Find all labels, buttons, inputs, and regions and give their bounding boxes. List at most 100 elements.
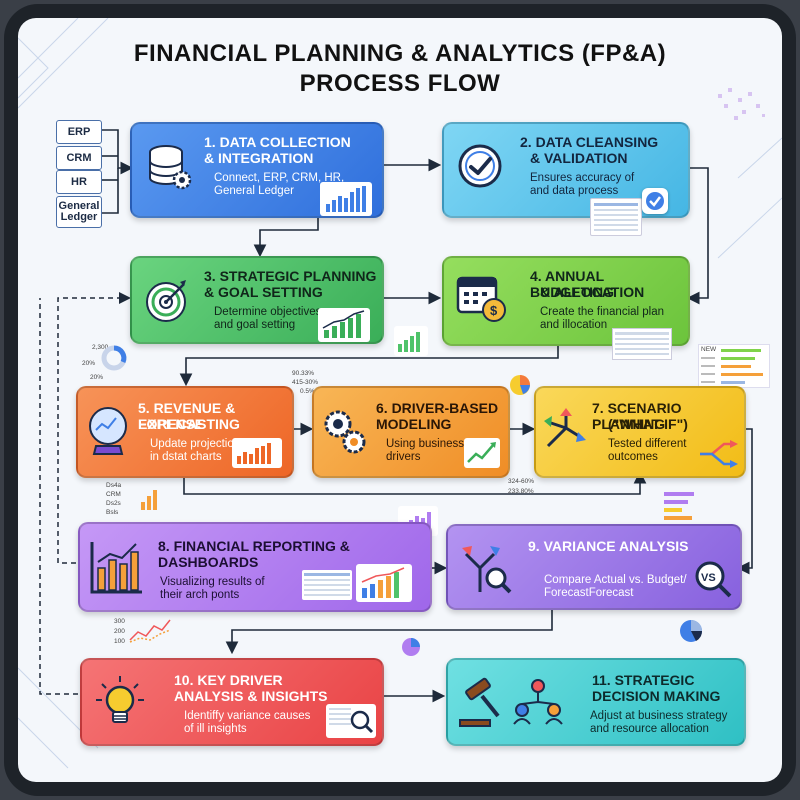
dashboard-chart-icon <box>88 538 144 601</box>
step-1-desc-b: General Ledger <box>214 185 294 197</box>
step-1-title-b: & INTEGRATION <box>204 150 314 166</box>
source-general-ledger: General Ledger <box>56 196 102 228</box>
trend-line-icon <box>464 438 500 468</box>
bar-chart-icon <box>320 182 372 216</box>
step-5-desc-b: in dstat charts <box>150 451 222 463</box>
step-7-title-a: 7. SCENARIO PLANNING <box>592 400 682 432</box>
step-10-desc-a: Identiffy variance causes <box>184 710 311 722</box>
team-network-icon <box>512 676 564 733</box>
step-9-title-a: 9. VARIANCE ANALYSIS <box>528 538 689 554</box>
step-8-title-a: 8. FINANCIAL REPORTING & <box>158 538 350 554</box>
step-11-strategic-decision: 11. STRATEGIC DECISION MAKING Adjust at … <box>446 658 746 746</box>
scenario-stat-a: 324-60% <box>508 478 535 485</box>
step-10-key-driver-analysis: 10. KEY DRIVER ANALYSIS & INSIGHTS Ident… <box>80 658 384 746</box>
step-7-title-b: ("WHAT-IF") <box>608 416 688 432</box>
diverging-arrows-icon <box>544 408 588 457</box>
step-7-desc-b: outcomes <box>608 451 658 463</box>
step-9-variance-analysis: 9. VARIANCE ANALYSIS Compare Actual vs. … <box>446 524 742 610</box>
step-2-title-a: 2. DATA CLEANSING <box>520 134 659 150</box>
scenario-stat-b: 233.80% <box>508 488 534 495</box>
step-7-scenario-planning: 7. SCENARIO PLANNING ("WHAT-IF") Tested … <box>534 386 746 478</box>
mini-chart-icon <box>394 326 428 356</box>
step-1-data-collection: 1. DATA COLLECTION & INTEGRATION Connect… <box>130 122 384 218</box>
step-8-title-b: DASHBOARDS <box>158 554 259 570</box>
step-3-title-b: & GOAL SETTING <box>204 284 323 300</box>
calendar-dollar-icon: $ <box>456 272 508 329</box>
forecast-list-a: Ds4a <box>106 482 122 489</box>
mid-stat-c: 0.5% <box>300 388 315 395</box>
svg-text:VS: VS <box>701 572 716 584</box>
source-crm: CRM <box>56 146 102 170</box>
step-8-desc-a: Visualizing results of <box>160 576 265 588</box>
step-3-title-a: 3. STRATEGIC PLANNING <box>204 268 377 284</box>
step-4-desc-a: Create the financial plan <box>540 306 665 318</box>
horizontal-bars-icon <box>664 490 698 529</box>
step-5-title-b: FORECASTING <box>138 416 240 432</box>
crystal-ball-icon <box>86 404 134 465</box>
mid-stat-b: 415-30% <box>292 379 319 386</box>
pie-label-c: 20% <box>90 374 104 381</box>
step-9-desc-b: ForecastForecast <box>544 587 634 599</box>
svg-text:$: $ <box>490 303 498 318</box>
gavel-icon <box>458 674 510 735</box>
step-8-financial-reporting: 8. FINANCIAL REPORTING & DASHBOARDS Visu… <box>78 522 432 612</box>
step-11-desc-b: and resource allocation <box>590 723 709 735</box>
step-10-title-a: 10. KEY DRIVER <box>174 672 283 688</box>
report-chart-icon <box>356 564 412 602</box>
data-table-thumbnail <box>590 198 642 236</box>
mini-bars-icon <box>140 488 158 515</box>
pie-label-b: 20% <box>82 360 96 367</box>
step-3-strategic-planning: 3. STRATEGIC PLANNING & GOAL SETTING Det… <box>130 256 384 344</box>
forecast-list-c: Ds2s <box>106 500 121 507</box>
step-5-title-a: 5. REVENUE & EXPENSE <box>138 400 236 432</box>
forecast-list-b: CRM <box>106 491 121 498</box>
axis-label-100: 100 <box>114 638 125 645</box>
donut-chart-icon <box>100 344 128 377</box>
step-4-title-a: 4. ANNUAL BUDGETING <box>530 268 614 300</box>
step-1-title-a: 1. DATA COLLECTION <box>204 134 351 150</box>
growth-chart-icon <box>318 308 370 342</box>
step-6-driver-modeling: 6. DRIVER-BASED MODELING Using business … <box>312 386 510 478</box>
step-4-desc-b: and illocation <box>540 319 608 331</box>
target-icon <box>144 276 192 329</box>
mid-stat-a: 90.33% <box>292 370 315 377</box>
report-table-thumbnail <box>302 570 352 600</box>
step-5-desc-a: Update projections <box>150 438 246 450</box>
page-title-line1: FINANCIAL PLANNING & ANALYTICS (FP&A) <box>133 40 667 67</box>
step-2-title-b: & VALIDATION <box>530 150 628 166</box>
step-8-desc-b: their arch ponts <box>160 589 240 601</box>
step-6-desc-b: drivers <box>386 451 421 463</box>
pie-chart-icon <box>508 373 532 402</box>
database-gear-icon <box>144 142 194 197</box>
axis-label-300: 300 <box>114 618 125 625</box>
source-erp: ERP <box>56 120 102 144</box>
step-6-title-a: 6. DRIVER-BASED <box>376 400 499 416</box>
step-4-annual-budgeting: $ 4. ANNUAL BUDGETING & ALLOCATION Creat… <box>442 256 690 346</box>
insight-magnifier-icon <box>326 704 376 738</box>
pie-chart-icon-2 <box>400 636 422 663</box>
split-arrows-magnifier-icon <box>458 540 514 601</box>
step-9-desc-a: Compare Actual vs. Budget/ <box>544 574 687 586</box>
step-6-title-b: MODELING <box>376 416 452 432</box>
step-11-title-b: DECISION MAKING <box>592 688 721 704</box>
step-2-desc-b: and data process <box>530 185 619 197</box>
step-5-revenue-forecasting: 5. REVENUE & EXPENSE FORECASTING Update … <box>76 386 294 478</box>
budget-table-thumbnail <box>612 328 672 360</box>
step-3-desc-a: Determine objectives <box>214 306 322 318</box>
scenario-arrows-icon <box>698 440 738 473</box>
forecast-chart-icon <box>232 438 282 468</box>
step-1-desc-a: Connect, ERP, CRM, HR, <box>214 172 345 184</box>
progress-table-thumbnail: NEW <box>698 344 770 388</box>
step-6-desc-a: Using business <box>386 438 464 450</box>
step-2-desc-a: Ensures accuracy of <box>530 172 635 184</box>
pie-label-a: 2,300 <box>92 344 109 351</box>
step-10-desc-b: of ill insights <box>184 723 247 735</box>
step-11-desc-a: Adjust at business strategy <box>590 710 728 722</box>
step-4-title-b: & ALLOCATION <box>540 284 645 300</box>
step-7-desc-a: Tested different <box>608 438 687 450</box>
check-badge-icon <box>642 188 668 214</box>
pie-chart-icon-3 <box>678 618 704 649</box>
flow-arrows <box>39 129 753 703</box>
vs-magnifier-icon: VS <box>694 560 734 605</box>
